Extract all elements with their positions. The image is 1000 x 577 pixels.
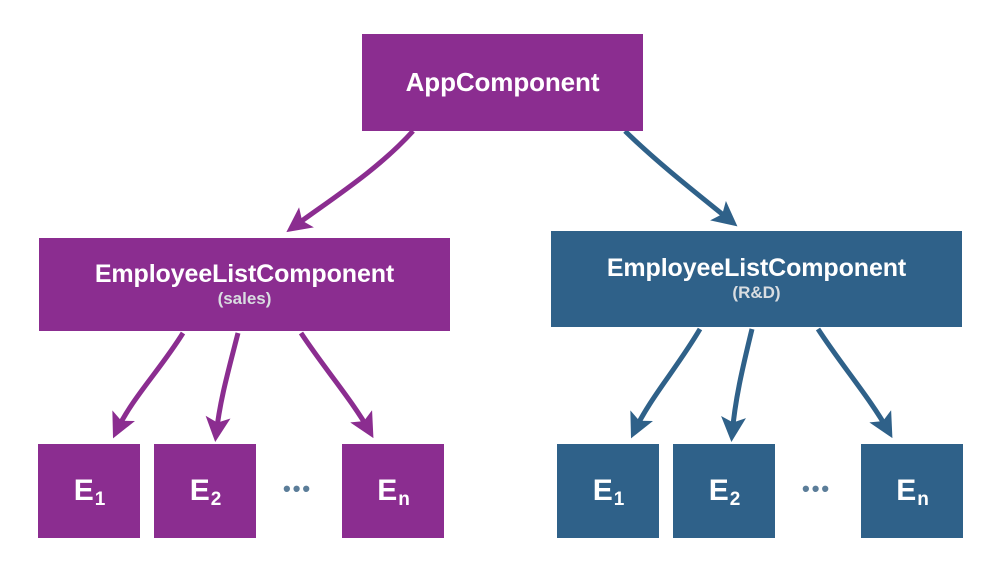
node-employee-sales-1[interactable]: E1 (38, 444, 140, 538)
employee-list-sales-sublabel: (sales) (217, 288, 272, 308)
node-app-component[interactable]: AppComponent (362, 34, 643, 131)
employee-list-rnd-label: EmployeeListComponent (606, 254, 907, 283)
app-component-label: AppComponent (405, 67, 600, 98)
node-employee-sales-2[interactable]: E2 (154, 444, 256, 538)
employee-rnd-n-label: En (896, 473, 929, 510)
employee-sales-2-label: E2 (189, 473, 222, 510)
edge-rnd-to-leaf-1 (630, 327, 703, 439)
edge-sales-to-leaf-2 (205, 332, 241, 442)
edge-rnd-to-leaf-n (815, 327, 893, 439)
edge-rnd-to-leaf-2 (721, 328, 755, 442)
node-employee-sales-n[interactable]: En (342, 444, 444, 538)
node-employee-rnd-1[interactable]: E1 (557, 444, 659, 538)
edge-app-to-sales (286, 129, 415, 233)
ellipsis-rnd: ••• (802, 476, 832, 501)
edge-sales-to-leaf-1 (112, 331, 186, 439)
employee-list-rnd-sublabel: (R&D) (732, 283, 781, 303)
node-employee-rnd-2[interactable]: E2 (673, 444, 775, 538)
ellipsis-sales: ••• (283, 476, 313, 501)
node-employee-rnd-n[interactable]: En (861, 444, 963, 538)
employee-sales-1-label: E1 (73, 473, 106, 510)
employee-sales-n-label: En (377, 473, 410, 510)
employee-list-sales-label: EmployeeListComponent (94, 259, 395, 288)
edge-sales-to-leaf-n (298, 331, 374, 439)
employee-rnd-2-label: E2 (708, 473, 741, 510)
node-employee-list-sales[interactable]: EmployeeListComponent (sales) (39, 238, 450, 331)
node-employee-list-rnd[interactable]: EmployeeListComponent (R&D) (551, 231, 962, 327)
edge-app-to-rnd (623, 129, 738, 227)
employee-rnd-1-label: E1 (592, 473, 625, 510)
